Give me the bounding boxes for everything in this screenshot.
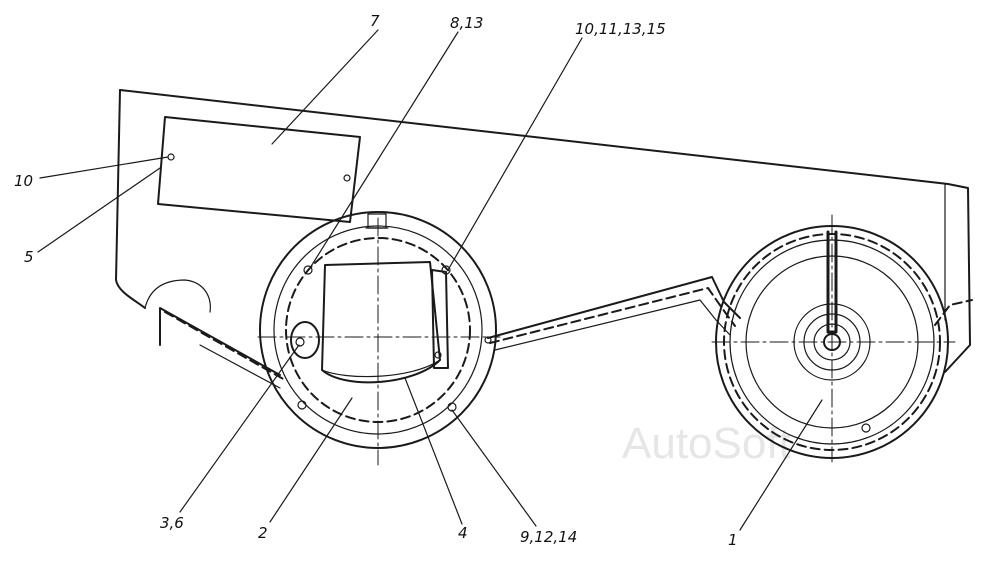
callout-8-13: 8,13	[450, 14, 483, 32]
body-outline	[115, 89, 971, 373]
leader-lines	[37, 29, 823, 531]
spare-wheel	[711, 214, 956, 463]
callout-5: 5	[24, 248, 34, 266]
side-window	[157, 116, 361, 223]
callout-3-6: 3,6	[160, 514, 184, 532]
watermark: AutoSoft	[622, 419, 791, 468]
callout-4: 4	[458, 524, 468, 542]
callout-7: 7	[370, 12, 380, 30]
callout-1: 1	[728, 531, 738, 549]
callout-labels: 7 8,13 10,11,13,15 10 5 3,6 2 4 9,12,14 …	[14, 12, 738, 549]
callout-2: 2	[258, 524, 268, 542]
callout-9-12-14: 9,12,14	[520, 528, 577, 546]
callout-10: 10	[14, 172, 33, 190]
body-sill	[159, 276, 973, 389]
wheel-arch-assembly	[257, 211, 501, 466]
callout-10-11-13-15: 10,11,13,15	[575, 20, 666, 38]
